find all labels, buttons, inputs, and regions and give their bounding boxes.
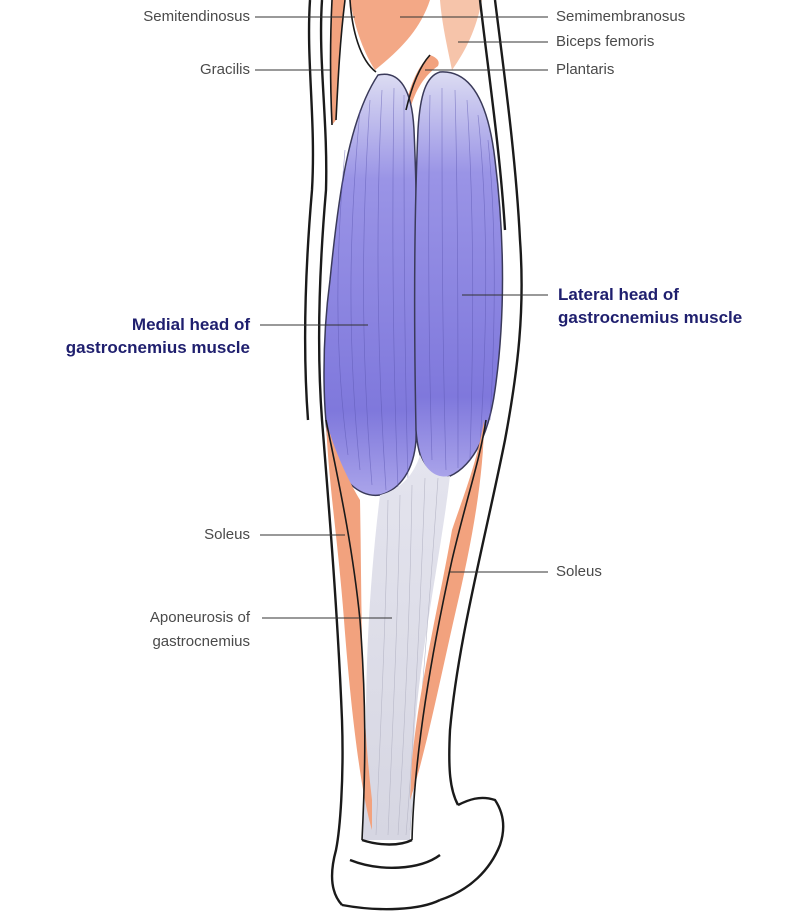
label-aponeurosis: Aponeurosis of gastrocnemius <box>80 606 250 654</box>
label-lateral-head-line1: Lateral head of <box>558 283 742 306</box>
label-medial-head: Medial head of gastrocnemius muscle <box>0 313 250 359</box>
label-plantaris: Plantaris <box>556 60 614 79</box>
label-soleus-right: Soleus <box>556 562 602 581</box>
label-aponeurosis-line2: gastrocnemius <box>80 630 250 654</box>
label-lateral-head-line2: gastrocnemius muscle <box>558 306 742 329</box>
label-semimembranosus: Semimembranosus <box>556 7 685 26</box>
label-medial-head-line2: gastrocnemius muscle <box>0 336 250 359</box>
label-lateral-head: Lateral head of gastrocnemius muscle <box>558 283 742 329</box>
lateral-head-gastrocnemius <box>415 72 503 478</box>
label-aponeurosis-line1: Aponeurosis of <box>80 606 250 630</box>
label-biceps-femoris: Biceps femoris <box>556 32 654 51</box>
label-soleus-left: Soleus <box>100 525 250 544</box>
label-gracilis: Gracilis <box>100 60 250 79</box>
label-medial-head-line1: Medial head of <box>0 313 250 336</box>
label-semitendinosus: Semitendinosus <box>100 7 250 26</box>
